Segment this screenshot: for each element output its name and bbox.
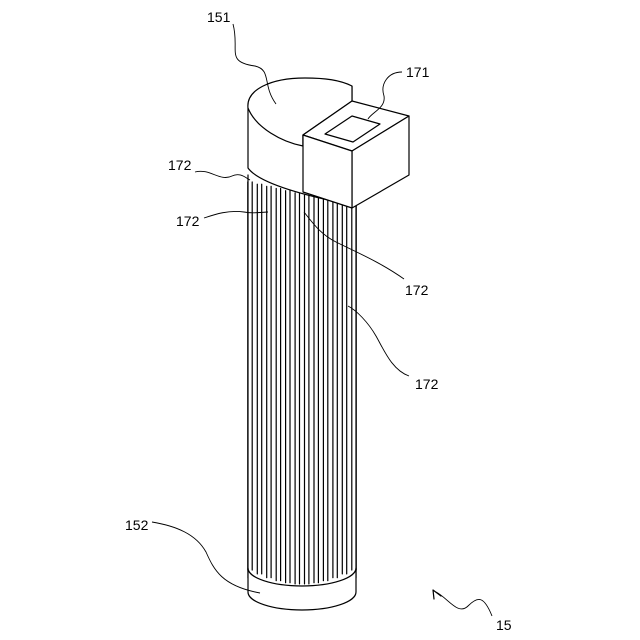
column-body [248,175,356,584]
label-172-b: 172 [176,213,200,229]
label-171: 171 [406,64,430,80]
leader-152 [152,522,260,593]
label-152: 152 [125,517,149,533]
leader-172-d [348,306,409,376]
label-172-c: 172 [405,282,429,298]
label-172-a: 172 [168,157,192,173]
leader-172-a [195,171,250,180]
leader-15 [436,592,492,616]
bottom-cap-shape [248,568,356,610]
label-15: 15 [496,617,512,633]
rib-group [248,182,356,584]
label-151: 151 [207,9,231,25]
arrow-head-15 [433,590,441,599]
leader-172-b [204,211,268,218]
label-172-d: 172 [415,376,439,392]
bottom-cap [248,568,356,610]
